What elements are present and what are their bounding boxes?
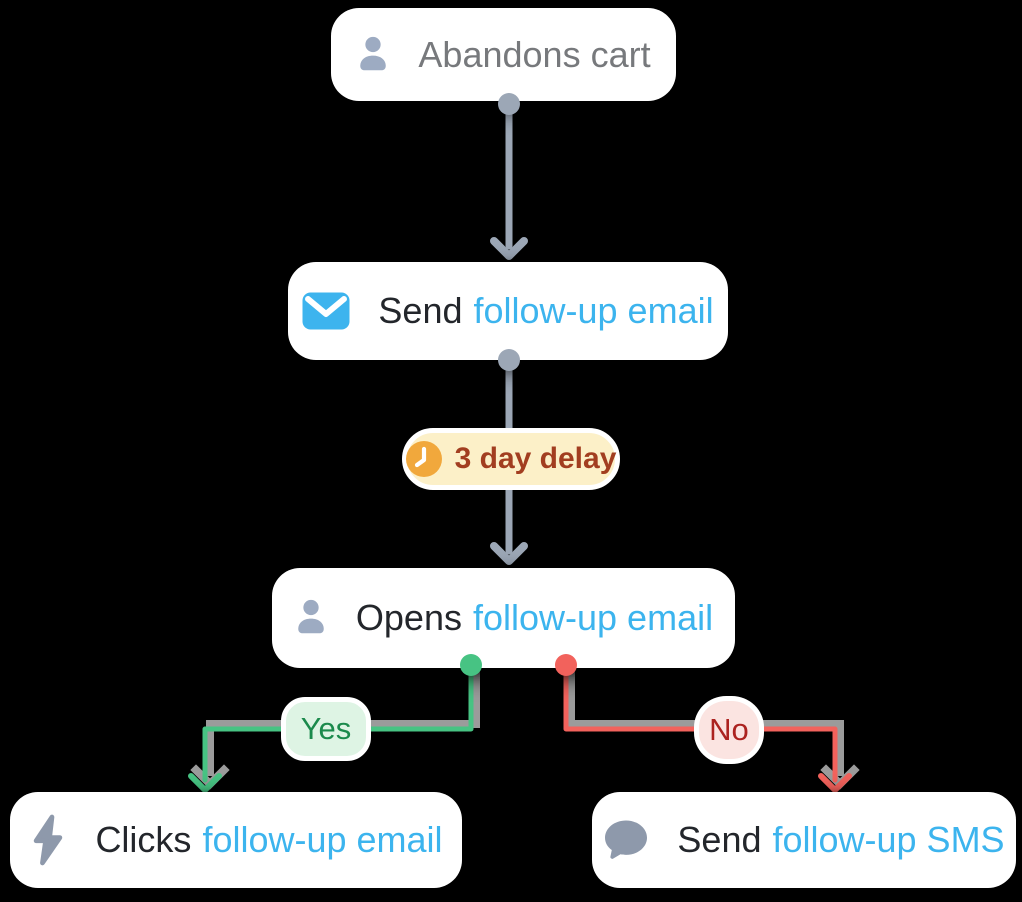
connector-handle[interactable]	[498, 349, 520, 371]
node-label: Abandons cart	[418, 34, 650, 76]
mail-icon	[302, 292, 350, 330]
node-send-followup-sms[interactable]: Send follow-up SMS	[592, 792, 1016, 888]
delay-badge[interactable]: 3 day delay	[402, 428, 620, 490]
yes-label: Yes	[300, 711, 352, 746]
branch-label-yes: Yes	[281, 697, 371, 761]
node-text: Abandons cart	[418, 33, 651, 75]
node-text-highlight: follow-up SMS	[772, 819, 1005, 860]
clock-icon	[405, 441, 442, 477]
node-text-prefix: Send	[378, 290, 463, 331]
branch-label-no: No	[694, 696, 764, 764]
person-icon	[360, 36, 387, 70]
node-text-prefix: Send	[677, 819, 762, 860]
person-icon	[298, 599, 324, 634]
node-text-highlight: follow-up email	[473, 290, 714, 331]
no-label: No	[709, 712, 749, 747]
node-label: Opens follow-up email	[356, 597, 713, 639]
chat-bubble-icon	[605, 820, 648, 859]
connector-handle[interactable]	[498, 93, 520, 115]
connector-handle-yes[interactable]	[460, 654, 482, 676]
node-text-highlight: follow-up email	[472, 597, 714, 638]
node-label: Send follow-up email	[378, 290, 713, 332]
node-label: Send follow-up SMS	[677, 819, 1004, 861]
node-opens-followup-email[interactable]: Opens follow-up email	[272, 568, 735, 668]
node-text-highlight: follow-up email	[202, 819, 443, 860]
delay-label: 3 day delay	[454, 442, 617, 475]
lightning-icon	[34, 814, 63, 866]
node-send-followup-email[interactable]: Send follow-up email	[288, 262, 728, 360]
node-abandons-cart[interactable]: Abandons cart	[331, 8, 676, 101]
node-text-prefix: Clicks	[95, 819, 192, 860]
node-clicks-followup-email[interactable]: Clicks follow-up email	[10, 792, 462, 888]
edge-trigger-email	[490, 100, 528, 260]
connector-handle-no[interactable]	[555, 654, 577, 676]
node-text-prefix: Opens	[355, 597, 462, 638]
node-label: Clicks follow-up email	[95, 819, 442, 861]
